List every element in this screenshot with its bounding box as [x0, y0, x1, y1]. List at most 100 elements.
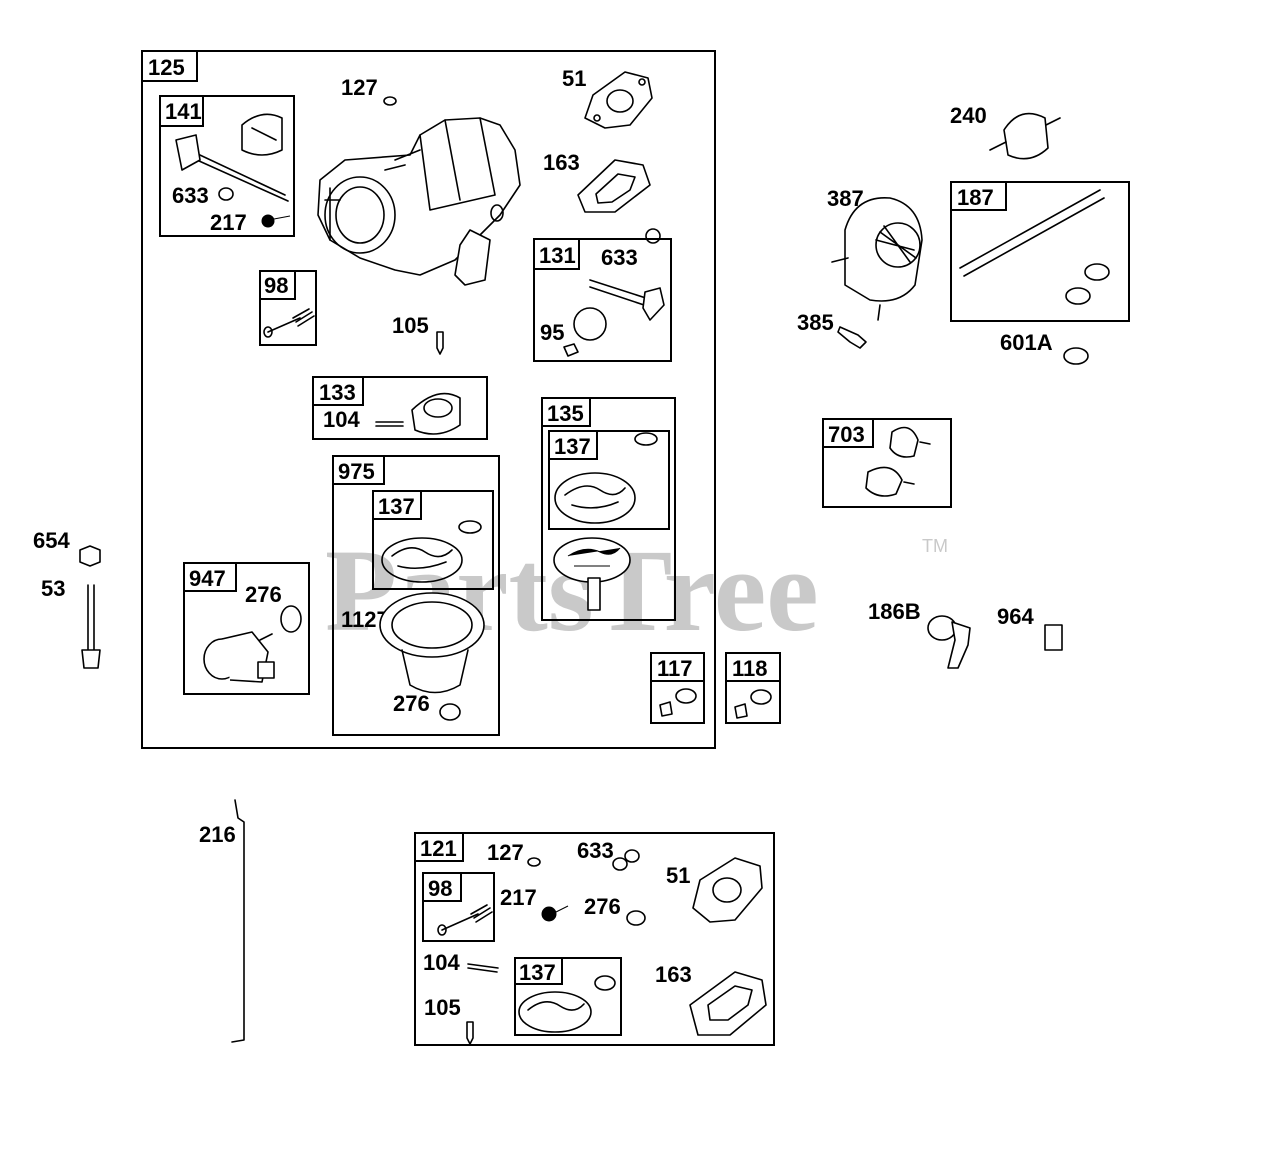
- part-127-kit121[interactable]: [527, 857, 541, 867]
- part-95-screw[interactable]: [563, 343, 579, 357]
- label-276-kit975[interactable]: 276: [393, 691, 430, 716]
- part-137-gasket-a[interactable]: [381, 537, 463, 583]
- part-947-solenoid[interactable]: [203, 631, 275, 683]
- label-186b[interactable]: 186B: [868, 599, 921, 624]
- kit-117-number[interactable]: 117: [657, 656, 693, 681]
- part-127-oring[interactable]: [383, 96, 397, 106]
- label-163[interactable]: 163: [543, 150, 580, 175]
- kit-131-number[interactable]: 131: [539, 243, 576, 268]
- kit-137-lower-number[interactable]: 137: [519, 960, 556, 985]
- part-137-gasket-b[interactable]: [554, 472, 636, 524]
- part-137-oring-a[interactable]: [458, 520, 482, 534]
- label-216[interactable]: 216: [199, 822, 236, 847]
- part-633-kit121-b[interactable]: [624, 849, 640, 863]
- part-975-float-bowl[interactable]: [379, 592, 485, 694]
- label-53[interactable]: 53: [41, 576, 65, 601]
- label-633-kit141[interactable]: 633: [172, 183, 209, 208]
- kit-141-box[interactable]: [159, 95, 295, 237]
- label-51-kit121[interactable]: 51: [666, 863, 690, 888]
- label-105-kit121[interactable]: 105: [424, 995, 461, 1020]
- kit-121-number[interactable]: 121: [420, 836, 457, 861]
- kit-703-number[interactable]: 703: [828, 422, 865, 447]
- kit-133-number[interactable]: 133: [319, 380, 356, 405]
- kit-133-box[interactable]: [312, 376, 488, 440]
- kit-135-box[interactable]: [541, 397, 676, 621]
- part-654-nut[interactable]: [79, 545, 101, 567]
- part-133-float[interactable]: [411, 392, 461, 435]
- part-187-clamp-b[interactable]: [1065, 287, 1091, 305]
- kit-98-number[interactable]: 98: [264, 273, 288, 298]
- kit-975-number[interactable]: 975: [338, 459, 375, 484]
- kit-118-number[interactable]: 118: [732, 656, 768, 681]
- part-51-kit121-gasket[interactable]: [692, 857, 763, 923]
- part-703-clamp-a[interactable]: [889, 426, 931, 458]
- part-276-kit121-washer[interactable]: [626, 910, 646, 926]
- part-105-needle[interactable]: [436, 331, 444, 355]
- part-964-sleeve[interactable]: [1044, 624, 1063, 651]
- kit-947-box[interactable]: [183, 562, 310, 695]
- kit-703-box[interactable]: [822, 418, 952, 508]
- part-137-oring-b[interactable]: [634, 432, 658, 446]
- part-217-kit121-spring[interactable]: [541, 905, 569, 922]
- part-131-choke-shaft[interactable]: [573, 279, 665, 341]
- label-633-kit121[interactable]: 633: [577, 838, 614, 863]
- kit-187-box[interactable]: [950, 181, 1130, 322]
- kit-125-number[interactable]: 125: [148, 55, 185, 80]
- label-217-kit121[interactable]: 217: [500, 885, 537, 910]
- part-217-spring[interactable]: [261, 214, 291, 228]
- part-187-clamp-a[interactable]: [1084, 263, 1110, 281]
- kit-98-lower-number[interactable]: 98: [428, 876, 452, 901]
- kit-135-number[interactable]: 135: [547, 401, 584, 426]
- label-163-kit121[interactable]: 163: [655, 962, 692, 987]
- kit-141-number[interactable]: 141: [165, 99, 202, 124]
- part-118-oring[interactable]: [750, 689, 772, 705]
- label-964[interactable]: 964: [997, 604, 1034, 629]
- kit-121-box[interactable]: [414, 832, 775, 1046]
- part-633-kit121-a[interactable]: [612, 857, 628, 871]
- part-216-governor-link[interactable]: [231, 799, 245, 1043]
- kit-137-in135-box[interactable]: [548, 430, 670, 530]
- kit-975-box[interactable]: [332, 455, 500, 736]
- part-163-kit121-gasket[interactable]: [689, 971, 767, 1036]
- part-98-idle-screw[interactable]: [263, 308, 315, 338]
- label-633-kit131[interactable]: 633: [601, 245, 638, 270]
- part-633-kit131[interactable]: [645, 228, 661, 244]
- label-105[interactable]: 105: [392, 313, 429, 338]
- kit-137-in135-number[interactable]: 137: [554, 434, 591, 459]
- part-276-washer-a[interactable]: [280, 605, 302, 633]
- part-276-washer-b[interactable]: [439, 703, 461, 721]
- label-240[interactable]: 240: [950, 103, 987, 128]
- part-187-fuel-line[interactable]: [959, 189, 1105, 277]
- part-163-gasket[interactable]: [577, 159, 651, 213]
- part-137-lower-oring[interactable]: [594, 975, 616, 991]
- kit-947-number[interactable]: 947: [189, 566, 226, 591]
- kit-137-lower-box[interactable]: [514, 957, 622, 1036]
- label-95[interactable]: 95: [540, 320, 564, 345]
- part-703-clamp-b[interactable]: [865, 466, 915, 497]
- kit-131-box[interactable]: [533, 238, 672, 362]
- label-276-kit121[interactable]: 276: [584, 894, 621, 919]
- part-117-screw[interactable]: [659, 701, 673, 717]
- label-127[interactable]: 127: [341, 75, 378, 100]
- part-385-screw[interactable]: [837, 326, 867, 349]
- label-104-kit133[interactable]: 104: [323, 407, 360, 432]
- part-53-stud[interactable]: [81, 584, 101, 669]
- part-51-gasket[interactable]: [584, 71, 653, 129]
- label-51[interactable]: 51: [562, 66, 586, 91]
- label-104-kit121[interactable]: 104: [423, 950, 460, 975]
- label-127-kit121[interactable]: 127: [487, 840, 524, 865]
- part-118-screw[interactable]: [734, 703, 748, 719]
- part-105-kit121-needle[interactable]: [466, 1021, 474, 1045]
- part-137-lower-gasket[interactable]: [518, 991, 592, 1033]
- label-601a[interactable]: 601A: [1000, 330, 1053, 355]
- carburetor-body-part[interactable]: [317, 117, 521, 286]
- label-217-kit141[interactable]: 217: [210, 210, 247, 235]
- part-186b-elbow-fitting[interactable]: [927, 615, 971, 669]
- kit-137-in975-number[interactable]: 137: [378, 494, 415, 519]
- kit-137-in975-box[interactable]: [372, 490, 494, 590]
- part-601a-clamp[interactable]: [1063, 347, 1089, 365]
- kit-125-box[interactable]: [141, 50, 716, 749]
- label-654[interactable]: 654: [33, 528, 70, 553]
- part-98-lower-screw[interactable]: [437, 904, 493, 936]
- part-104-pin[interactable]: [375, 421, 404, 427]
